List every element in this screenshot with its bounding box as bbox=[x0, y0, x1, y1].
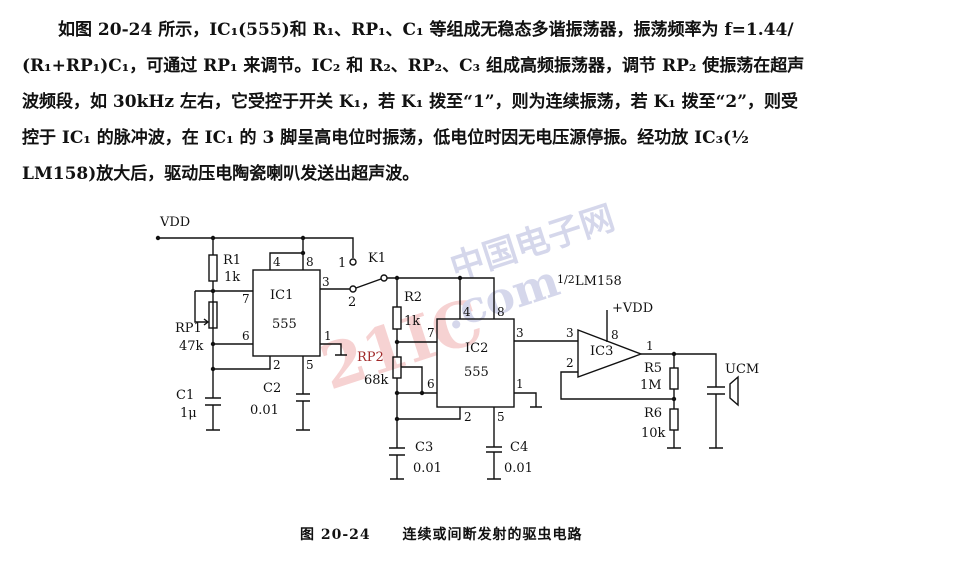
figure-number: 图 20-24 bbox=[300, 527, 371, 543]
c1-label: C1 bbox=[176, 388, 194, 403]
k1-label: K1 bbox=[368, 251, 386, 266]
c3-label: C3 bbox=[415, 440, 433, 455]
k1-pos2: 2 bbox=[348, 295, 356, 310]
r2-label: R2 bbox=[404, 290, 422, 305]
c3-value: 0.01 bbox=[413, 461, 442, 476]
pin-label: 2 bbox=[273, 358, 281, 372]
c2-value: 0.01 bbox=[250, 403, 279, 418]
ic1-type: 555 bbox=[272, 317, 297, 332]
figure-caption: 图 20-24 连续或间断发射的驱虫电路 bbox=[300, 524, 609, 544]
pin-label: 7 bbox=[427, 326, 435, 340]
c4-label: C4 bbox=[510, 440, 528, 455]
r6-value: 10k bbox=[641, 426, 666, 441]
pin-label: 8 bbox=[497, 305, 505, 319]
body-paragraph: 如图 20-24 所示，IC₁(555)和 R₁、RP₁、C₁ 等组成无稳态多谐… bbox=[22, 12, 922, 192]
pin-numbers: 4 8 7 6 3 1 2 5 4 8 7 6 3 1 2 5 3 2 8 1 bbox=[242, 255, 654, 424]
rp1-value: 47k bbox=[179, 339, 204, 354]
rp2-value: 68k bbox=[364, 373, 389, 388]
rp1-label: RP1 bbox=[175, 321, 202, 336]
pin-label: 6 bbox=[427, 377, 435, 391]
pin-label: 3 bbox=[322, 275, 330, 289]
c1-value: 1μ bbox=[180, 406, 197, 421]
r1-label: R1 bbox=[223, 253, 241, 268]
text-line: 波频段，如 30kHz 左右，它受控于开关 K₁，若 K₁ 拨至“1”，则为连续… bbox=[22, 92, 799, 112]
lm158-label: LM158 bbox=[575, 274, 622, 289]
pin-label: 7 bbox=[242, 292, 250, 306]
ic2-label: IC2 bbox=[465, 341, 488, 356]
r1-value: 1k bbox=[224, 270, 240, 285]
pin-label: 2 bbox=[464, 410, 472, 424]
text-line: (R₁+RP₁)C₁，可通过 RP₁ 来调节。IC₂ 和 R₂、RP₂、C₃ 组… bbox=[22, 56, 805, 76]
text-line: 控于 IC₁ 的脉冲波，在 IC₁ 的 3 脚呈高电位时振荡，低电位时因无电压源… bbox=[22, 128, 749, 148]
pin-label: 3 bbox=[566, 326, 574, 340]
pin-label: 8 bbox=[306, 255, 314, 269]
wires bbox=[155, 235, 739, 480]
pin-label: 2 bbox=[566, 356, 574, 370]
figure-title: 连续或间断发射的驱虫电路 bbox=[402, 527, 583, 543]
vdd-label: VDD bbox=[159, 215, 190, 230]
r5-label: R5 bbox=[644, 361, 662, 376]
pin-label: 1 bbox=[646, 339, 654, 353]
r6-label: R6 bbox=[644, 406, 662, 421]
r5-value: 1M bbox=[640, 378, 662, 393]
pin-label: 1 bbox=[324, 329, 332, 343]
pin-label: 4 bbox=[273, 255, 281, 269]
text-line: 如图 20-24 所示，IC₁(555)和 R₁、RP₁、C₁ 等组成无稳态多谐… bbox=[58, 20, 794, 40]
pin-label: 8 bbox=[611, 328, 619, 342]
r2-value: 1k bbox=[404, 314, 420, 329]
ucm-label: UCM bbox=[725, 362, 759, 377]
junctions bbox=[210, 235, 677, 422]
lm158-fraction: 1/2 bbox=[557, 273, 575, 286]
ic2-type: 555 bbox=[464, 365, 489, 380]
ic3-label: IC3 bbox=[590, 344, 613, 359]
pin-label: 5 bbox=[306, 358, 314, 372]
vdd-plus-label: +VDD bbox=[612, 301, 653, 316]
pin-label: 3 bbox=[516, 326, 524, 340]
c2-label: C2 bbox=[263, 381, 281, 396]
ic1-label: IC1 bbox=[270, 288, 293, 303]
pin-label: 6 bbox=[242, 329, 250, 343]
pin-label: 4 bbox=[463, 305, 471, 319]
text-line: LM158)放大后，驱动压电陶瓷喇叭发送出超声波。 bbox=[22, 164, 420, 184]
component-labels: VDD R1 1k RP1 47k C1 1μ C2 0.01 IC1 555 … bbox=[159, 215, 759, 476]
pin-label: 5 bbox=[497, 410, 505, 424]
pin-label: 1 bbox=[516, 377, 524, 391]
k1-pos1: 1 bbox=[338, 256, 346, 271]
c4-value: 0.01 bbox=[504, 461, 533, 476]
rp2-label: RP2 bbox=[357, 350, 384, 365]
